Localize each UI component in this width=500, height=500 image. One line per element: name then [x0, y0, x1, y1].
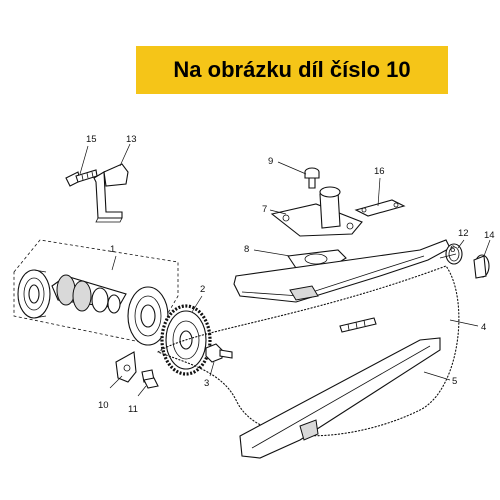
- callout-14: 14: [484, 230, 495, 241]
- callout-7: 7: [262, 204, 267, 215]
- callout-2: 2: [200, 284, 205, 295]
- callout-10: 10: [98, 400, 109, 411]
- tensioner-part-7: [270, 186, 363, 237]
- callout-4: 4: [481, 322, 486, 333]
- callout-5: 5: [452, 376, 457, 387]
- bolt-part-3: [205, 343, 233, 363]
- callout-13: 13: [126, 134, 137, 145]
- bolt-part-15: [65, 169, 98, 187]
- chain-guide-part-5: [239, 337, 441, 459]
- plug-bolt-part-14: [473, 254, 490, 279]
- banner-text: Na obrázku díl číslo 10: [173, 57, 411, 82]
- callout-9: 9: [268, 156, 273, 167]
- timing-chain-part-4: [156, 265, 460, 437]
- camshaft-assembly-outline: [13, 239, 179, 345]
- o-ring-part-12: [445, 243, 463, 265]
- callout-11: 11: [128, 404, 138, 415]
- callout-3: 3: [204, 378, 209, 389]
- callout-8: 8: [244, 244, 249, 255]
- camshaft: [51, 274, 127, 314]
- plate-part-10: [115, 351, 137, 383]
- bolt-part-9: [304, 167, 320, 189]
- chain-guide-part-6: [233, 239, 451, 303]
- bolt-part-11: [141, 369, 159, 389]
- gasket-part-16: [354, 199, 406, 217]
- callout-6: 6: [450, 244, 455, 255]
- callout-16: 16: [374, 166, 385, 177]
- part-number-banner: Na obrázku díl číslo 10: [136, 46, 448, 94]
- bracket-part-13: [93, 163, 129, 223]
- callout-15: 15: [86, 134, 97, 145]
- callout-12: 12: [458, 228, 469, 239]
- bearing-left: [17, 269, 51, 319]
- callout-1: 1: [110, 244, 115, 255]
